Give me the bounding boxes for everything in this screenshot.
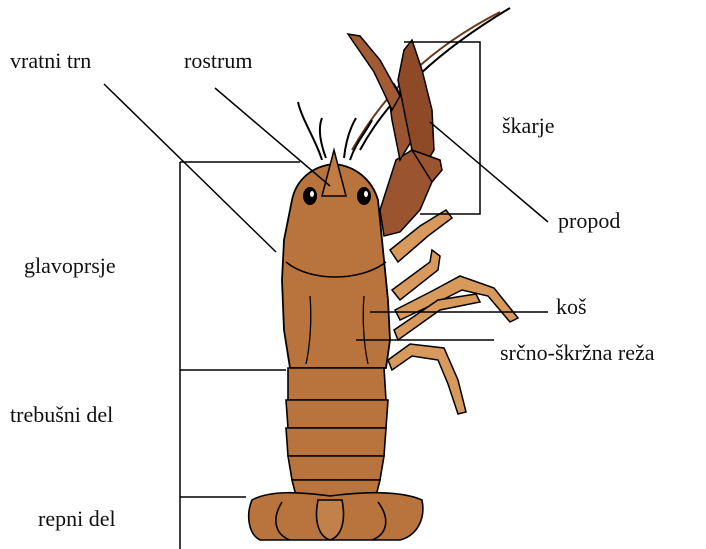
eye-left-highlight — [310, 191, 314, 197]
eye-right-highlight — [364, 191, 368, 197]
leader-vratni-trn — [104, 84, 276, 252]
label-glavoprsje: glavoprsje — [24, 255, 116, 277]
label-propod: propod — [558, 210, 620, 232]
label-trebusni-del: trebušni del — [10, 404, 113, 426]
label-rostrum: rostrum — [184, 50, 252, 72]
label-srcno-skrzna-reza: srčno-škržna reža — [500, 342, 655, 364]
antennule-left-2 — [320, 118, 326, 158]
label-kos: koš — [556, 296, 587, 318]
label-repni-del: repni del — [38, 508, 116, 530]
label-skarje: škarje — [502, 115, 555, 137]
abdomen — [286, 368, 388, 496]
eye-left — [303, 187, 317, 205]
eye-right — [357, 187, 371, 205]
label-vratni-trn: vratni trn — [10, 50, 91, 72]
antennule-left — [298, 102, 322, 160]
antennule-right-2 — [350, 120, 372, 160]
tail-fan — [249, 493, 423, 540]
